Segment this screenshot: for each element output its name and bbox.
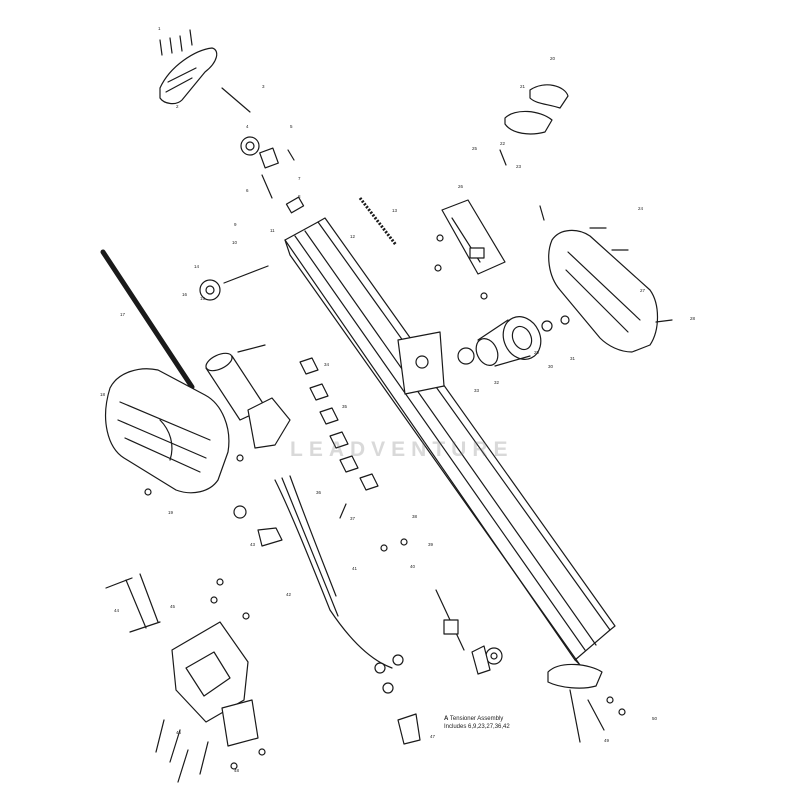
callout-number: 46	[176, 730, 182, 735]
motor-cover	[104, 368, 230, 494]
callout-number: 41	[352, 566, 358, 571]
tensioner-note-title: A Tensioner Assembly	[444, 715, 564, 723]
callout-number: 50	[652, 716, 658, 721]
callout-number: 4	[246, 124, 249, 129]
watermark-text: LEADVENTURE	[290, 438, 514, 461]
main-rail	[284, 217, 616, 666]
tensioner-assembly	[397, 589, 503, 745]
callout-number: 8	[298, 194, 301, 199]
callout-number: 49	[604, 738, 610, 743]
callout-number: 2	[176, 104, 179, 109]
callout-number: 7	[298, 176, 301, 181]
callout-number: 14	[194, 264, 200, 269]
motor	[205, 344, 291, 449]
callout-number: 17	[120, 312, 126, 317]
callout-number: 28	[690, 316, 696, 321]
upper-idler	[240, 136, 305, 214]
callout-number: 48	[234, 768, 240, 773]
callout-number: 35	[342, 404, 348, 409]
callout-number: 44	[114, 608, 120, 613]
callout-number: 13	[392, 208, 398, 213]
lag-bolts	[155, 699, 259, 783]
callout-number: 22	[500, 141, 506, 146]
callout-number: 25	[472, 146, 478, 151]
callout-number: 32	[494, 380, 500, 385]
callout-number: 38	[412, 514, 418, 519]
callout-number: 45	[170, 604, 176, 609]
callout-number: 9	[234, 222, 237, 227]
mounting-bracket	[105, 573, 249, 723]
tensioner-note-includes: Includes 6,9,23,27,36,42	[444, 724, 510, 730]
wiring-harness	[233, 475, 404, 694]
callout-number: 24	[638, 206, 644, 211]
callout-number: 10	[232, 240, 238, 245]
callout-number: 30	[548, 364, 554, 369]
callout-number: 33	[474, 388, 480, 393]
tensioner-note: A Tensioner Assembly Includes 6,9,23,27,…	[444, 715, 564, 731]
circuit-board	[441, 199, 506, 275]
callout-number: 20	[550, 56, 556, 61]
fasteners	[144, 149, 673, 770]
end-cap-bottom	[547, 663, 605, 743]
callout-number: 16	[182, 292, 188, 297]
callout-number: 39	[428, 542, 434, 547]
callout-number: 11	[270, 228, 275, 233]
callout-number: 3	[262, 84, 265, 89]
tensioner-note-heading: Tensioner Assembly	[449, 716, 504, 722]
callout-number: 40	[410, 564, 416, 569]
callout-number: 19	[168, 510, 174, 515]
callout-number: 23	[516, 164, 522, 169]
tensioner-note-symbol: A	[444, 716, 449, 722]
drive-chain	[358, 197, 398, 246]
callout-number: 37	[350, 516, 356, 521]
callout-number: 42	[286, 592, 292, 597]
callout-number: 47	[430, 734, 436, 739]
decal-strips	[299, 357, 379, 491]
threaded-rod	[100, 249, 195, 390]
callout-number: 5	[290, 124, 293, 129]
left-idler-pulley	[199, 265, 269, 301]
callout-number: 31	[570, 356, 576, 361]
callout-number: 21	[520, 84, 526, 89]
callout-number: 34	[324, 362, 330, 367]
top-bracket	[159, 29, 251, 113]
end-cap-top	[504, 84, 569, 135]
callout-number: 29	[534, 350, 540, 355]
callout-number: 15	[200, 296, 206, 301]
callout-number: 36	[316, 490, 322, 495]
callout-number: 26	[458, 184, 464, 189]
gear-plate	[397, 331, 445, 395]
callout-number: 12	[350, 234, 356, 239]
cable-spool	[457, 315, 570, 367]
callout-number: 6	[246, 188, 249, 193]
right-cover	[548, 229, 659, 353]
callout-number: 27	[640, 288, 646, 293]
callout-number: 18	[100, 392, 106, 397]
callout-number: 43	[250, 542, 256, 547]
callout-number: 1	[158, 26, 161, 31]
